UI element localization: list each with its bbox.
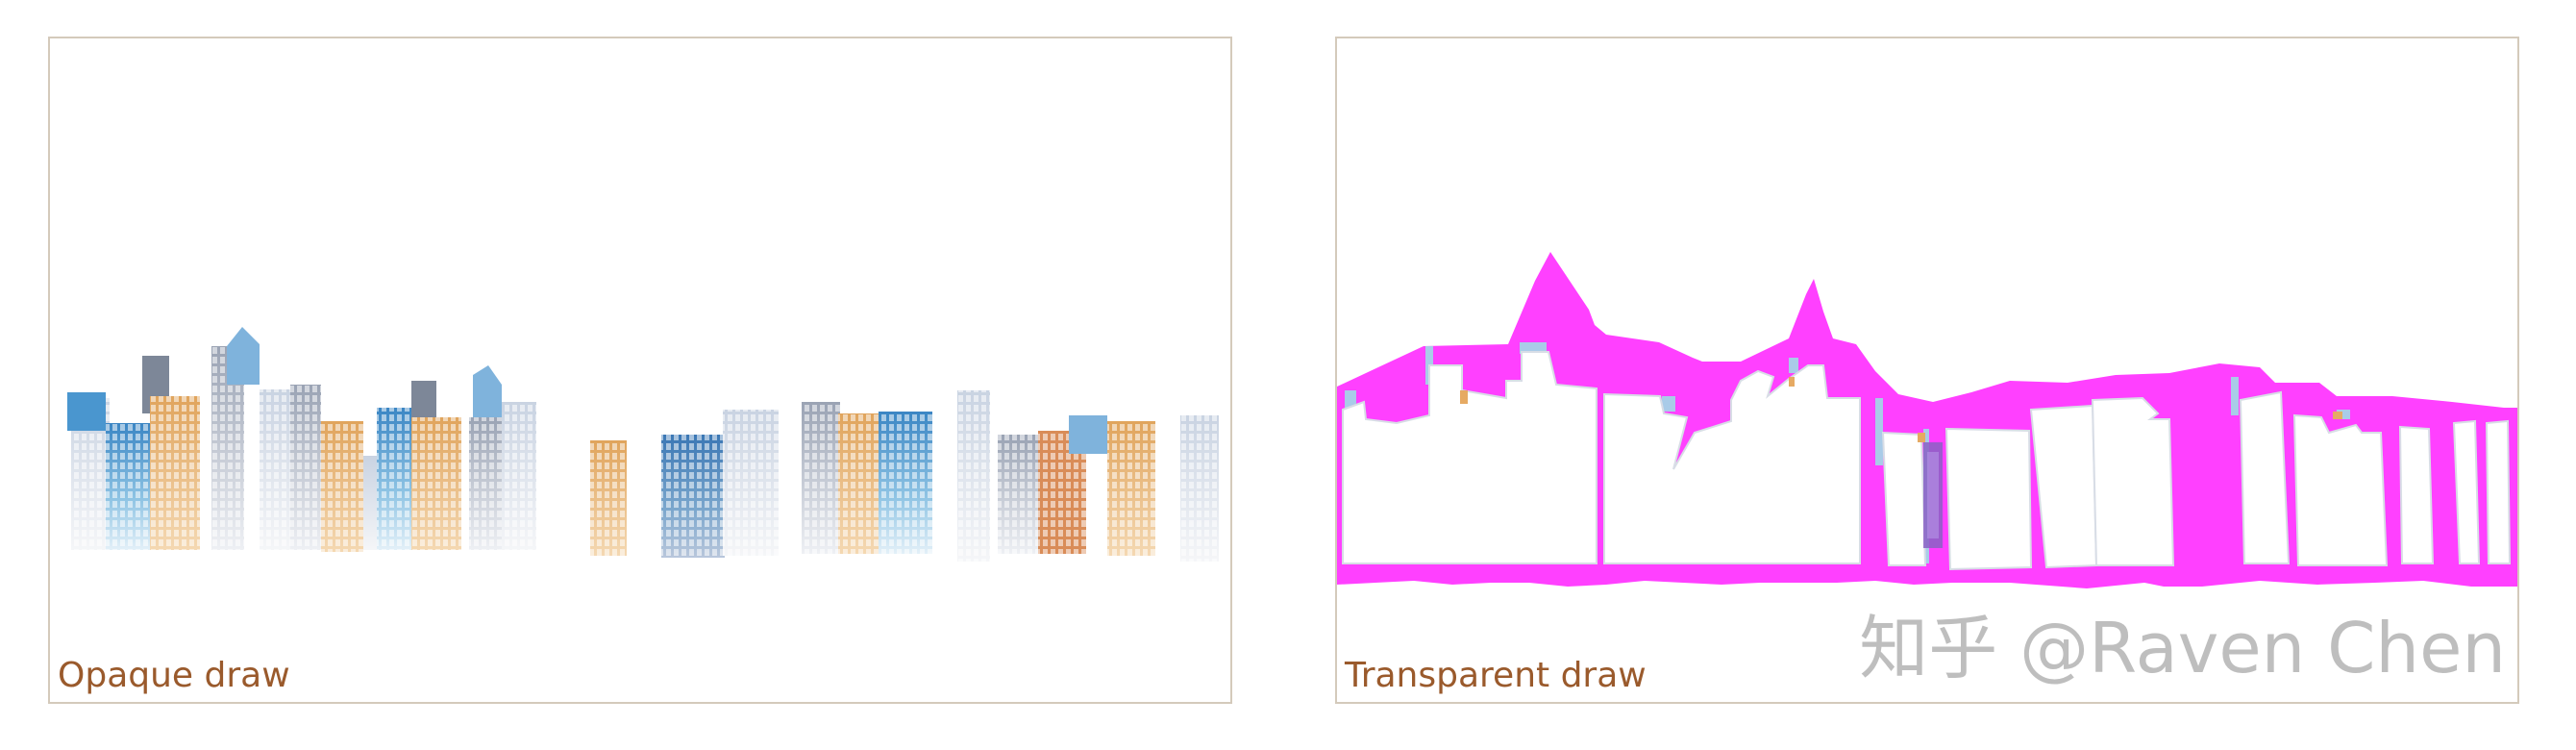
building-bodies (1342, 351, 2512, 571)
building-cluster-4 (957, 390, 1219, 562)
orange-accents (1460, 377, 2342, 442)
opaque-draw-panel: Opaque draw (48, 37, 1232, 704)
transparent-draw-panel: Transparent draw 知乎 @Raven Chen (1335, 37, 2519, 704)
panel-caption: Opaque draw (58, 655, 290, 695)
watermark-text: 知乎 @Raven Chen (1859, 608, 2506, 688)
building-cluster-1 (67, 327, 321, 550)
transparent-skyline-image (1337, 252, 2517, 588)
building-cluster-3 (661, 402, 932, 558)
opaque-skyline-image (67, 327, 1219, 562)
building-small (590, 440, 627, 556)
building-cluster-2 (321, 365, 536, 552)
panel-caption: Transparent draw (1345, 655, 1647, 695)
